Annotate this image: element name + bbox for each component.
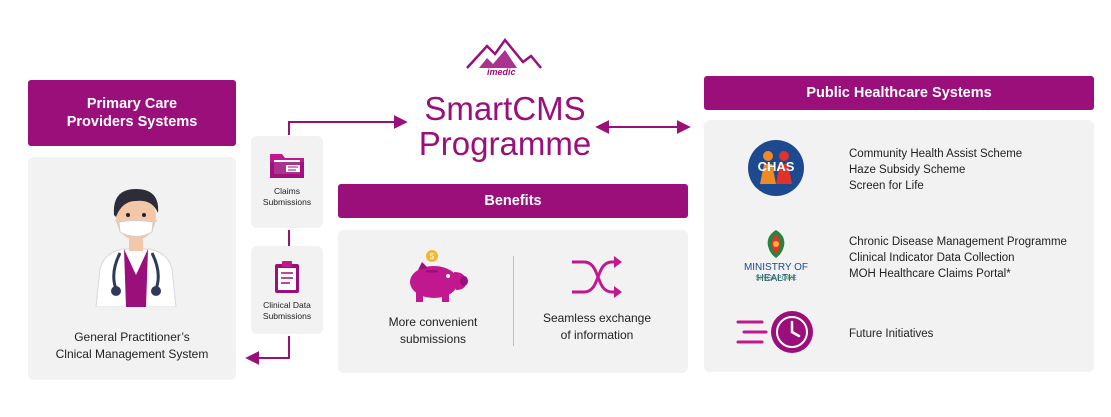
benefit-convenient-line2: submissions: [399, 331, 467, 346]
gp-label-line2: Clnical Management System: [55, 346, 209, 361]
chas-item: Screen for Life: [849, 180, 924, 193]
title-line1: SmartCMS: [424, 90, 586, 127]
clipboard-icon: [275, 261, 299, 293]
claims-submissions-card: Claims Submissions: [251, 136, 323, 228]
benefit-seamless-line2: of information: [560, 327, 634, 342]
shuffle-icon: [572, 256, 622, 298]
claims-label-line1: Claims: [274, 186, 300, 196]
folder-icon: [270, 154, 304, 178]
claims-label-line2: Submissions: [262, 197, 312, 208]
benefit-seamless-line1: Seamless exchange: [542, 311, 652, 325]
chas-logo: CHAS: [748, 140, 804, 196]
title-line2: Programme: [418, 124, 592, 162]
gp-label: General Practitioner’s Clnical Managemen…: [28, 329, 236, 363]
clinical-label-line1: Clinical Data: [263, 300, 311, 310]
benefit-convenient-line1: More convenient: [388, 315, 478, 329]
mountain-logo-icon: [466, 37, 542, 69]
arrow-to-gp: [245, 336, 290, 365]
benefits-header: Benefits: [338, 184, 688, 218]
benefits-divider: [513, 256, 514, 346]
moh-logo-line2: SINGAPORE: [755, 275, 797, 282]
moh-item: Chronic Disease Management Programme: [849, 236, 1067, 248]
primary-care-header-line2: Providers Systems: [66, 114, 198, 130]
clinical-label: Clinical Data Submissions: [251, 300, 323, 322]
chas-logo-text: CHAS: [757, 159, 795, 174]
public-healthcare-panel: CHAS Community Health Assist Scheme Haze…: [704, 120, 1094, 372]
doctor-icon: [95, 189, 177, 307]
page-title: SmartCMS Programme: [390, 90, 620, 162]
benefits-panel: $ More convenient submissions Seamless e…: [338, 230, 688, 373]
clinical-label-line2: Submissions: [262, 311, 312, 322]
gp-panel: General Practitioner’s Clnical Managemen…: [28, 157, 236, 380]
gp-label-line1: General Practitioner’s: [74, 330, 190, 344]
future-initiatives-label: Future Initiatives: [849, 328, 934, 340]
moh-logo: MINISTRY OF HEALTH SINGAPORE: [724, 228, 828, 288]
svg-text:$: $: [430, 252, 435, 261]
fast-clock-icon: [736, 311, 813, 353]
chas-item: Community Health Assist Scheme: [849, 148, 1023, 160]
claims-label: Claims Submissions: [251, 186, 323, 208]
imedic-logo: imedic: [465, 36, 545, 82]
clinical-data-card: Clinical Data Submissions: [251, 246, 323, 334]
logo-text: imedic: [487, 67, 516, 77]
moh-logo-line1: MINISTRY OF HEALTH: [743, 262, 809, 284]
chas-list: Community Health Assist Scheme Haze Subs…: [849, 146, 1022, 194]
arrow-to-smartcms: [288, 115, 408, 135]
chas-item: Haze Subsidy Scheme: [849, 164, 966, 177]
primary-care-header-line1: Primary Care: [86, 95, 178, 112]
primary-care-header: Primary Care Providers Systems: [28, 80, 236, 146]
benefit-convenient: More convenient submissions: [358, 314, 508, 348]
piggy-bank-icon: $: [410, 250, 468, 302]
moh-list: Chronic Disease Management Programme Cli…: [849, 234, 1067, 282]
moh-emblem-icon: [767, 230, 785, 258]
chas-figures-icon: [760, 151, 792, 184]
moh-item: Clinical Indicator Data Collection: [849, 252, 1015, 265]
moh-item: MOH Healthcare Claims Portal*: [849, 268, 1011, 281]
benefit-seamless: Seamless exchange of information: [522, 310, 672, 344]
public-healthcare-header: Public Healthcare Systems: [704, 76, 1094, 110]
